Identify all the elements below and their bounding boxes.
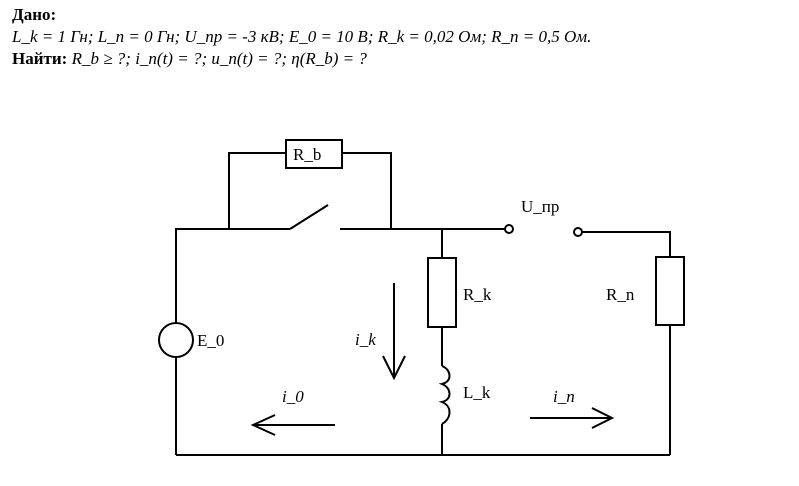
- label-r-n: R_n: [606, 285, 635, 304]
- current-arrow-i-0: [250, 414, 335, 436]
- current-arrow-i-n: [530, 407, 615, 429]
- label-l-k: L_k: [463, 383, 491, 402]
- label-u-pr: U_пр: [521, 197, 559, 216]
- label-i-n: i_n: [553, 387, 575, 406]
- voltage-source-e-0: [158, 322, 194, 358]
- resistor-r-b: [285, 139, 343, 169]
- resistor-r-k: [427, 257, 457, 328]
- current-arrow-i-k: [382, 283, 406, 381]
- find-label: Найти:: [12, 49, 68, 68]
- label-r-k: R_k: [463, 285, 492, 304]
- switch-blade: [289, 204, 329, 230]
- find-text: R_b ≥ ?; i_n(t) = ?; u_n(t) = ?; η(R_b) …: [71, 49, 367, 68]
- inductor-coil: [438, 365, 451, 425]
- resistor-r-n: [655, 256, 685, 326]
- wire-rb-loop: [228, 152, 392, 229]
- find-line: Найти: R_b ≥ ?; i_n(t) = ?; u_n(t) = ?; …: [12, 48, 367, 70]
- label-i-0: i_0: [282, 387, 304, 406]
- label-e-0: E_0: [197, 331, 224, 350]
- wire-left-top: [175, 228, 290, 455]
- given-heading: Дано:: [12, 5, 57, 24]
- label-i-k: i_k: [355, 330, 376, 349]
- label-r-b: R_b: [293, 145, 321, 164]
- wire-right-top: [582, 231, 671, 257]
- given-values: L_k = 1 Гн; L_n = 0 Гн; U_пр = -3 кВ; E_…: [12, 27, 592, 46]
- terminal-right: [573, 227, 583, 237]
- terminal-left: [504, 224, 514, 234]
